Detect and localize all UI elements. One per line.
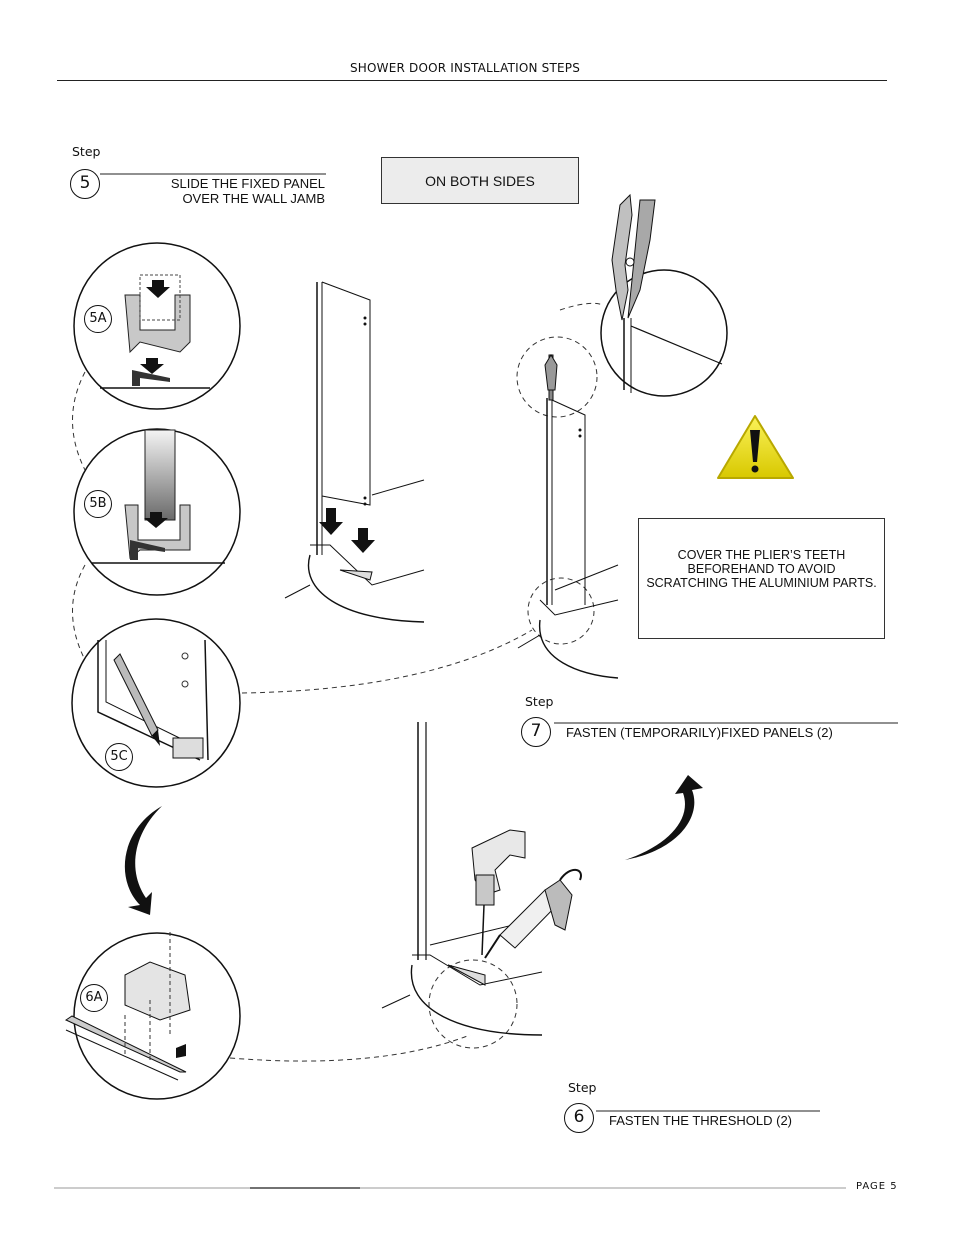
- curved-arrow-down-icon: [124, 806, 162, 915]
- detail-6a-label: 6A: [80, 984, 108, 1012]
- step5-instruction-line1: SLIDE THE FIXED PANEL: [170, 176, 325, 191]
- plier-warning-note: COVER THE PLIER’S TEETH BEFOREHAND TO AV…: [638, 518, 885, 639]
- pliers-zoom-drawing: [600, 193, 728, 397]
- drill-icon: [471, 829, 526, 956]
- step5-word: Step: [72, 144, 101, 159]
- step6-instruction: FASTEN THE THRESHOLD (2): [609, 1113, 792, 1128]
- dashed-connectors: [72, 302, 604, 1062]
- step7-instruction: FASTEN (TEMPORARILY)FIXED PANELS (2): [566, 725, 833, 740]
- step6-threshold-drawing: [381, 722, 543, 1036]
- detail-5b-label: 5B: [84, 490, 112, 518]
- step6-word: Step: [568, 1080, 597, 1095]
- detail-5a-drawing: [73, 242, 241, 410]
- warning-line1: COVER THE PLIER’S TEETH: [677, 548, 846, 562]
- page-title: SHOWER DOOR INSTALLATION STEPS: [349, 61, 581, 75]
- detail-5a-label: 5A: [84, 305, 112, 333]
- both-sides-callout: ON BOTH SIDES: [381, 157, 579, 204]
- step7-number-badge: 7: [521, 717, 551, 747]
- detail-5c-label: 5C: [105, 743, 133, 771]
- warning-line3: SCRATCHING THE ALUMINIUM PARTS.: [646, 576, 877, 590]
- step6-number-badge: 6: [564, 1103, 594, 1133]
- step5-number-badge: 5: [70, 169, 100, 199]
- header-rule: [57, 80, 887, 81]
- detail-5c-drawing: [71, 618, 241, 788]
- detail-6a-drawing: [64, 932, 241, 1100]
- step5-instruction-line2: OVER THE WALL JAMB: [182, 191, 325, 206]
- step7-word: Step: [525, 694, 554, 709]
- caulk-gun-icon: [484, 868, 582, 959]
- step7-panel-drawing: [517, 354, 619, 679]
- warning-line2: BEFOREHAND TO AVOID: [687, 562, 836, 576]
- warning-triangle-icon: [717, 415, 794, 479]
- step5-arrows-icon: [319, 508, 375, 553]
- page-number: PAGE 5: [856, 1181, 898, 1192]
- detail-5b-drawing: [73, 428, 241, 596]
- curved-arrow-up-icon: [625, 775, 703, 860]
- step5-instruction: SLIDE THE FIXED PANEL OVER THE WALL JAMB: [110, 176, 325, 206]
- step5-panel-drawing: [284, 281, 425, 623]
